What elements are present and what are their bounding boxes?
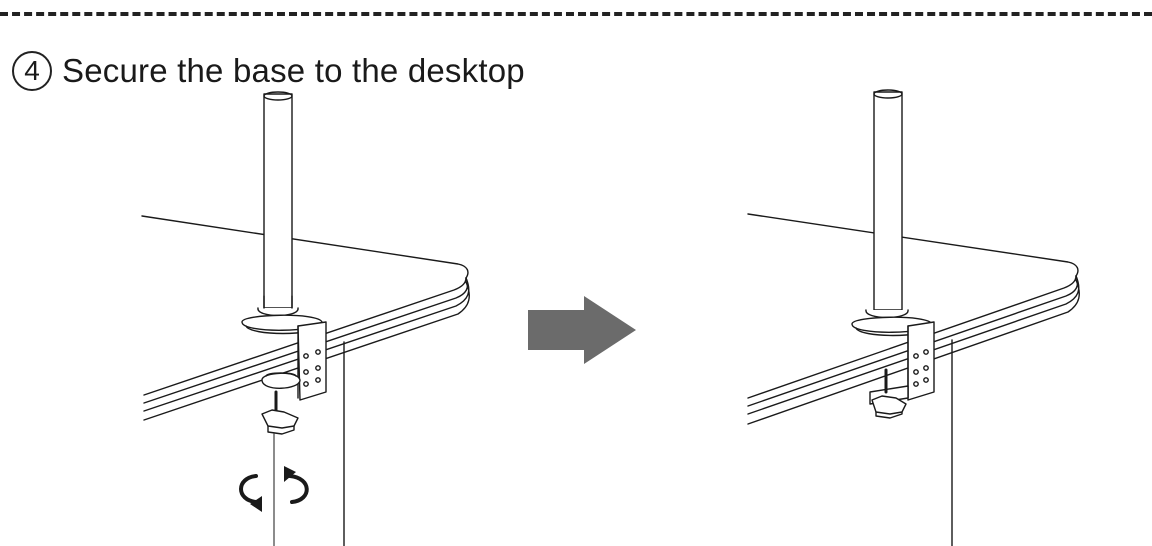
- figure-before: [141, 91, 470, 546]
- step-number: 4: [24, 55, 40, 86]
- figure-after: [747, 89, 1080, 546]
- clamp-bracket: [297, 321, 327, 401]
- arrow-right-icon: [528, 296, 636, 364]
- step-header: 4 Secure the base to the desktop: [12, 49, 525, 93]
- wing-knob: [261, 409, 299, 429]
- rotate-arrows-icon: [239, 466, 309, 512]
- dashed-divider: [0, 12, 1152, 16]
- desk-surface: [141, 215, 469, 279]
- step-title: Secure the base to the desktop: [62, 52, 525, 89]
- step-number-badge: 4: [12, 51, 52, 91]
- pole: [263, 93, 293, 309]
